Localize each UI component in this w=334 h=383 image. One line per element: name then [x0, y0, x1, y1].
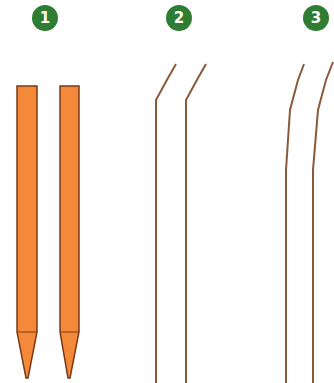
bent-wire [186, 64, 206, 383]
callout-number: 3 [311, 11, 321, 26]
bent-wire [156, 64, 176, 383]
tip-line [17, 332, 79, 333]
callout-number: 2 [174, 11, 184, 26]
bent-wire [313, 62, 333, 383]
callout-number-badge: 1 [32, 5, 58, 31]
bent-wire [286, 64, 304, 383]
bent-wires-a [156, 64, 206, 383]
pointed-rod [17, 86, 37, 378]
callout-number-badge: 3 [303, 5, 329, 31]
callout-number: 1 [40, 11, 50, 26]
orange-rods [17, 86, 79, 378]
callout-number-badge: 2 [166, 5, 192, 31]
bent-wires-b [286, 62, 333, 383]
pointed-rod [60, 86, 79, 378]
